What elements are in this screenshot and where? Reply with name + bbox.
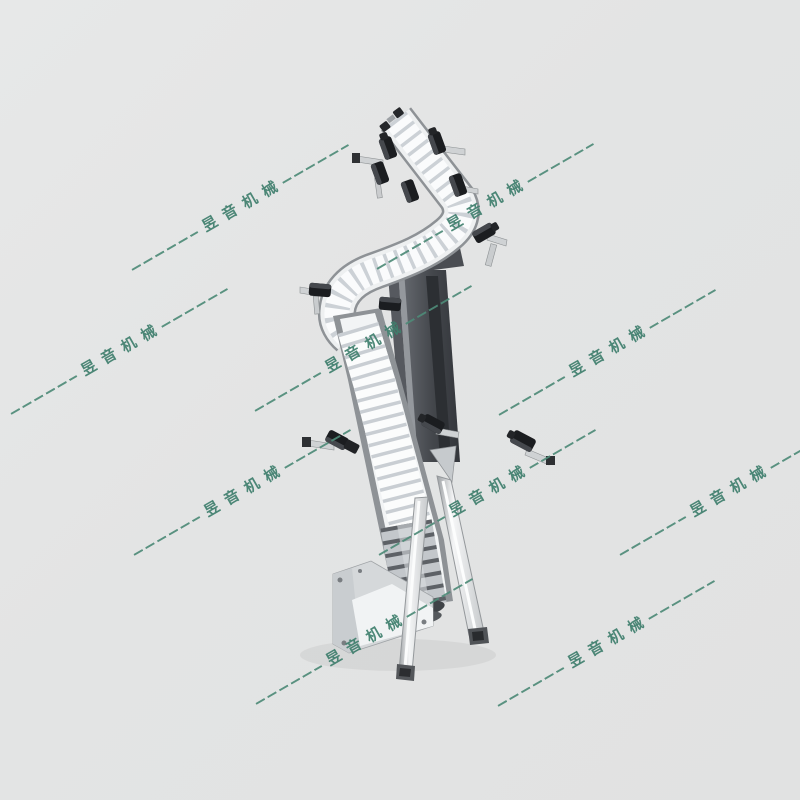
rail-end-caps [379, 107, 404, 132]
clamp-brackets [308, 127, 536, 454]
gusset-plate [429, 445, 457, 483]
